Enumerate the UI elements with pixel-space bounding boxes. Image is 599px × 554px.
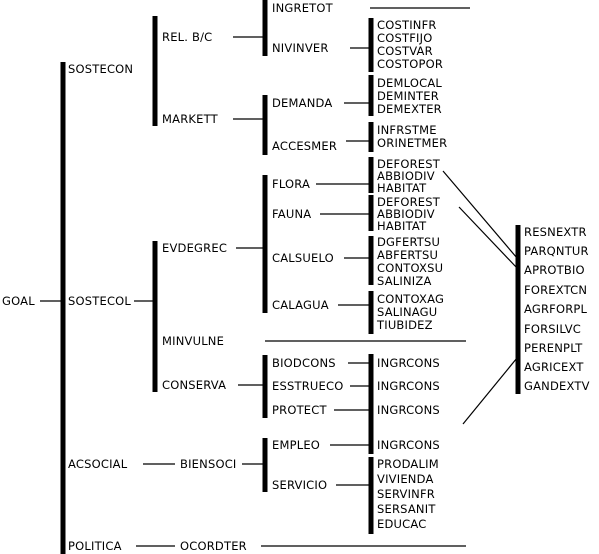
leaf-item: INGRCONS <box>377 438 440 452</box>
leaf-item: DEFOREST <box>377 157 441 171</box>
goal-label: GOAL <box>2 294 35 308</box>
leaf-item: SALINAGU <box>377 305 437 319</box>
leaf-item: ABFERTSU <box>377 248 438 262</box>
flora-label: FLORA <box>272 177 310 191</box>
leaf-item: SERSANIT <box>377 502 436 516</box>
politica-label: POLITICA <box>68 539 122 553</box>
minvulne-label: MINVULNE <box>162 334 224 348</box>
leaf-item: INGRCONS <box>377 356 440 370</box>
esstrueco-label: ESSTRUECO <box>272 379 343 393</box>
calagua-label: CALAGUA <box>272 298 329 312</box>
biodcons-label: BIODCONS <box>272 356 336 370</box>
markett-label: MARKETT <box>162 112 219 126</box>
leaf-item: DEMLOCAL <box>377 76 442 90</box>
biensoci-label: BIENSOCI <box>180 457 237 471</box>
fauna-label: FAUNA <box>272 207 311 221</box>
leaf-item: COSTFIJO <box>377 31 432 45</box>
ingretot-label: INGRETOT <box>272 1 334 15</box>
connector-lines <box>40 7 518 547</box>
alternative-item: FOREXTCN <box>524 283 587 297</box>
alternative-item: AGRFORPL <box>524 302 588 316</box>
demanda-label: DEMANDA <box>272 96 332 110</box>
leaf-item: DGFERTSU <box>377 235 440 249</box>
hierarchy-bars <box>60 0 521 554</box>
leaf-item: INGRCONS <box>377 379 440 393</box>
alternative-item: RESNEXTR <box>524 225 587 239</box>
leaf-item: DEMINTER <box>377 89 439 103</box>
alternative-item: GANDEXTV <box>524 379 590 393</box>
acsocial-label: ACSOCIAL <box>68 457 128 471</box>
alternative-item: PERENPLT <box>524 341 583 355</box>
leaf-item: DEFOREST <box>377 195 441 209</box>
ocordter-label: OCORDTER <box>180 539 247 553</box>
alternative-item: PARQNTUR <box>524 244 589 258</box>
leaf-item: ORINETMER <box>377 136 447 150</box>
sostecon-label: SOSTECON <box>68 62 133 76</box>
leaf-item: COSTINFR <box>377 18 437 32</box>
nivinver-label: NIVINVER <box>272 41 329 55</box>
protect-label: PROTECT <box>272 403 327 417</box>
leaf-item: ABBIODIV <box>377 207 435 221</box>
leaf-item: INFRSTME <box>377 123 437 137</box>
leaf-item: SALINIZA <box>377 274 432 288</box>
rel-bc-label: REL. B/C <box>162 30 212 44</box>
leaf-item: CONTOXSU <box>377 261 443 275</box>
servicio-label: SERVICIO <box>272 478 327 492</box>
leaf-item: VIVIENDA <box>377 472 434 486</box>
leaf-item: INGRCONS <box>377 403 440 417</box>
accesmer-label: ACCESMER <box>272 139 337 153</box>
alternative-item: FORSILVC <box>524 322 581 336</box>
leaf-item: CONTOXAG <box>377 292 444 306</box>
conserva-label: CONSERVA <box>162 378 226 392</box>
leaf-item: HABITAT <box>377 181 427 195</box>
leaf-item: DEMEXTER <box>377 102 442 116</box>
empleo-label: EMPLEO <box>272 438 320 452</box>
leaf-item: PRODALIM <box>377 457 439 471</box>
alternative-item: AGRICEXT <box>524 360 584 374</box>
leaf-item: COSTVAR <box>377 44 433 58</box>
leaf-item: ABBIODIV <box>377 169 435 183</box>
alternative-item: APROTBIO <box>524 263 585 277</box>
leaf-item: HABITAT <box>377 219 427 233</box>
evdegrec-label: EVDEGREC <box>162 241 227 255</box>
leaf-item: EDUCAC <box>377 517 426 531</box>
sostecol-label: SOSTECOL <box>68 294 131 308</box>
leaf-item: SERVINFR <box>377 487 435 501</box>
calsuelo-label: CALSUELO <box>272 251 334 265</box>
leaf-item: TIUBIDEZ <box>376 318 433 332</box>
leaf-item: COSTOPOR <box>377 57 443 71</box>
